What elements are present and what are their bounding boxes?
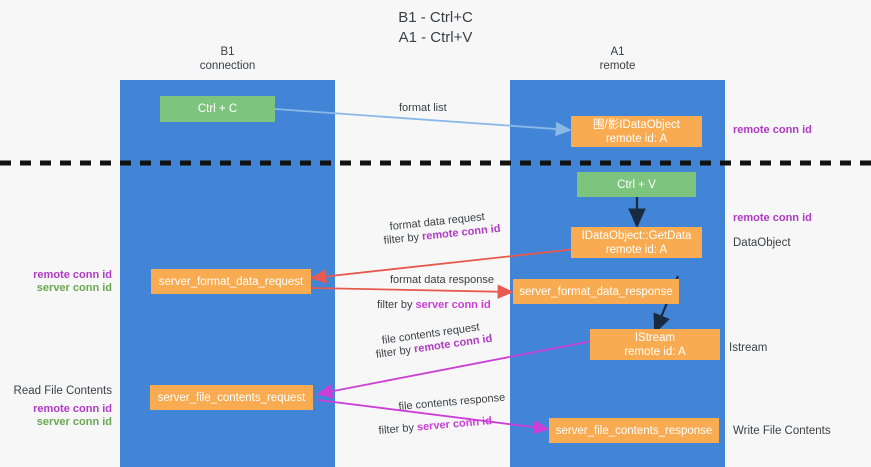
edge-filter-value-server-1: server conn id xyxy=(415,299,491,311)
side-label-dataobject: DataObject xyxy=(733,237,791,249)
tag-remote-conn-id-top: remote conn id xyxy=(733,124,812,136)
node-istream-line2: remote id: A xyxy=(624,345,686,358)
node-server-file-contents-response[interactable]: server_file_contents_response xyxy=(549,418,719,443)
edge-label-format-data-response-filter: filter by server conn id xyxy=(377,298,491,312)
node-getdata-line2: remote id: A xyxy=(605,243,668,256)
edge-label-file-contents-response-text: file contents response xyxy=(398,391,506,413)
tag-remote-conn-id-getdata: remote conn id xyxy=(733,212,812,224)
edge-filter-value-server-2: server conn id xyxy=(416,415,493,434)
node-server-file-contents-response-label: server_file_contents_response xyxy=(555,424,713,437)
node-istream-line1: IStream xyxy=(634,331,676,344)
node-idataobject[interactable]: 围/影IDataObject remote id: A xyxy=(571,116,702,147)
node-idataobject-line2: remote id: A xyxy=(605,132,668,145)
title-line-1: B1 - Ctrl+C xyxy=(398,9,473,26)
column-header-b1: B1 connection xyxy=(120,45,335,73)
side-label-read-file-contents: Read File Contents xyxy=(13,385,112,397)
node-server-format-data-response-label: server_format_data_response xyxy=(519,285,673,298)
edge-filter-prefix-2: filter by xyxy=(377,299,416,311)
node-ctrl-v[interactable]: Ctrl + V xyxy=(577,172,696,197)
node-ctrl-c-label: Ctrl + C xyxy=(197,103,238,115)
edge-filter-prefix-1: filter by xyxy=(383,230,423,247)
edge-filter-prefix-4: filter by xyxy=(378,421,418,437)
node-ctrl-v-label: Ctrl + V xyxy=(617,178,656,191)
node-server-format-data-request[interactable]: server_format_data_request xyxy=(151,269,311,294)
edge-label-format-data-response-text: format data response xyxy=(390,274,494,286)
node-server-file-contents-request[interactable]: server_file_contents_request xyxy=(150,385,313,410)
tag-remote-conn-id-left-format: remote conn id xyxy=(33,269,112,281)
column-a1-sub: remote xyxy=(599,60,636,72)
node-idataobject-line1: 围/影IDataObject xyxy=(593,118,680,131)
title-line-2: A1 - Ctrl+V xyxy=(398,29,473,46)
edge-filter-prefix-3: filter by xyxy=(375,343,415,361)
node-server-file-contents-request-label: server_file_contents_request xyxy=(157,391,306,404)
node-server-format-data-response[interactable]: server_format_data_response xyxy=(513,279,679,304)
column-a1-name: A1 xyxy=(610,46,625,58)
edge-label-format-data-response: format data response xyxy=(390,273,494,287)
edge-label-format-list: format list xyxy=(399,102,447,114)
column-b1-sub: connection xyxy=(199,60,256,72)
node-getdata-line1: IDataObject::GetData xyxy=(581,229,692,242)
node-istream[interactable]: IStream remote id: A xyxy=(590,329,720,360)
side-label-istream: Istream xyxy=(729,342,768,354)
node-server-format-data-request-label: server_format_data_request xyxy=(158,275,304,288)
node-ctrl-c[interactable]: Ctrl + C xyxy=(160,96,275,122)
column-header-a1: A1 remote xyxy=(510,45,725,73)
tag-server-conn-id-left-file: server conn id xyxy=(36,416,112,428)
tag-server-conn-id-left-format: server conn id xyxy=(36,282,112,294)
column-b1-name: B1 xyxy=(220,46,235,58)
diagram-title: B1 - Ctrl+C A1 - Ctrl+V xyxy=(0,8,871,48)
edge-label-file-contents-response-filter: filter by server conn id xyxy=(378,414,493,438)
edge-label-file-contents-response: file contents response xyxy=(398,391,506,414)
node-idataobject-getdata[interactable]: IDataObject::GetData remote id: A xyxy=(571,227,702,258)
tag-remote-conn-id-left-file: remote conn id xyxy=(33,403,112,415)
arrow-format-data-response xyxy=(311,284,514,299)
side-label-write-file-contents: Write File Contents xyxy=(733,425,831,437)
